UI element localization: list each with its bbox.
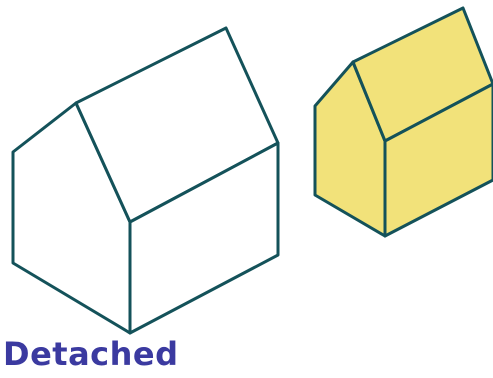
main-house xyxy=(13,28,278,333)
neighbor-house xyxy=(315,8,493,236)
diagram-caption: Detached xyxy=(3,334,179,374)
